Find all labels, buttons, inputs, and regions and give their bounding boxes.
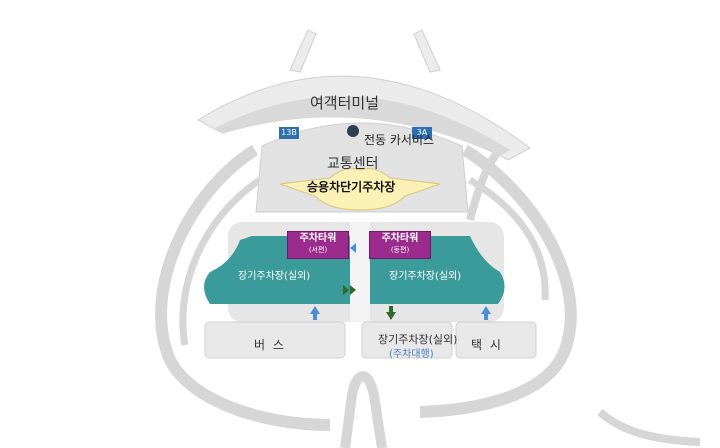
long-term-lot-east-label: 장기주차장(실외) bbox=[389, 271, 462, 282]
arrow-right-icon bbox=[343, 285, 349, 295]
south-entry-road bbox=[340, 371, 387, 448]
parking-tower-west: 주차타워 (서편) bbox=[287, 231, 349, 259]
valet-lot-label: 장기주차장(실외) bbox=[378, 333, 458, 346]
gate-badge-east: 3A bbox=[412, 127, 432, 139]
terminal-label: 여객터미널 bbox=[310, 94, 380, 112]
bus-area bbox=[204, 321, 346, 359]
long-term-lot-west-label: 장기주차장(실외) bbox=[238, 271, 311, 282]
east-ring-road bbox=[468, 176, 549, 301]
west-outer-road bbox=[155, 144, 331, 431]
west-ring-road bbox=[179, 177, 262, 346]
arrow-left-icon bbox=[350, 243, 356, 253]
west-flyover bbox=[289, 29, 317, 73]
ev-service-label: 전동 카서비스 bbox=[364, 133, 435, 147]
center-lane bbox=[350, 222, 370, 322]
east-flyover bbox=[413, 29, 441, 73]
short-term-parking-label: 승용차단기주차장 bbox=[307, 180, 396, 194]
ev-service-marker-icon bbox=[347, 125, 359, 137]
short-term-parking bbox=[279, 168, 441, 211]
parking-tower-sub: (동편) bbox=[390, 246, 410, 254]
east-exit-road bbox=[597, 408, 701, 446]
taxi-label: 택 시 bbox=[471, 338, 503, 352]
arrow-up-icon bbox=[310, 306, 320, 314]
arrow-right-icon bbox=[350, 285, 356, 295]
parking-tower-label: 주차타워 bbox=[299, 233, 337, 244]
arrow-up-icon bbox=[481, 306, 491, 314]
valet-sub-label: (주차대행) bbox=[389, 349, 434, 360]
gate-badge-west: 13B bbox=[279, 127, 299, 139]
transport-center-label: 교통센터 bbox=[327, 156, 379, 172]
arrow-down-icon bbox=[386, 312, 396, 320]
parking-tower-sub: (서편) bbox=[308, 246, 328, 254]
parking-tower-east: 주차타워 (동편) bbox=[369, 231, 431, 259]
parking-tower-label: 주차타워 bbox=[381, 233, 419, 244]
valet-area bbox=[361, 321, 453, 359]
bus-label: 버 스 bbox=[254, 338, 286, 352]
east-outer-road bbox=[419, 144, 577, 418]
terminal-roof bbox=[215, 96, 510, 156]
taxi-area bbox=[455, 321, 537, 359]
